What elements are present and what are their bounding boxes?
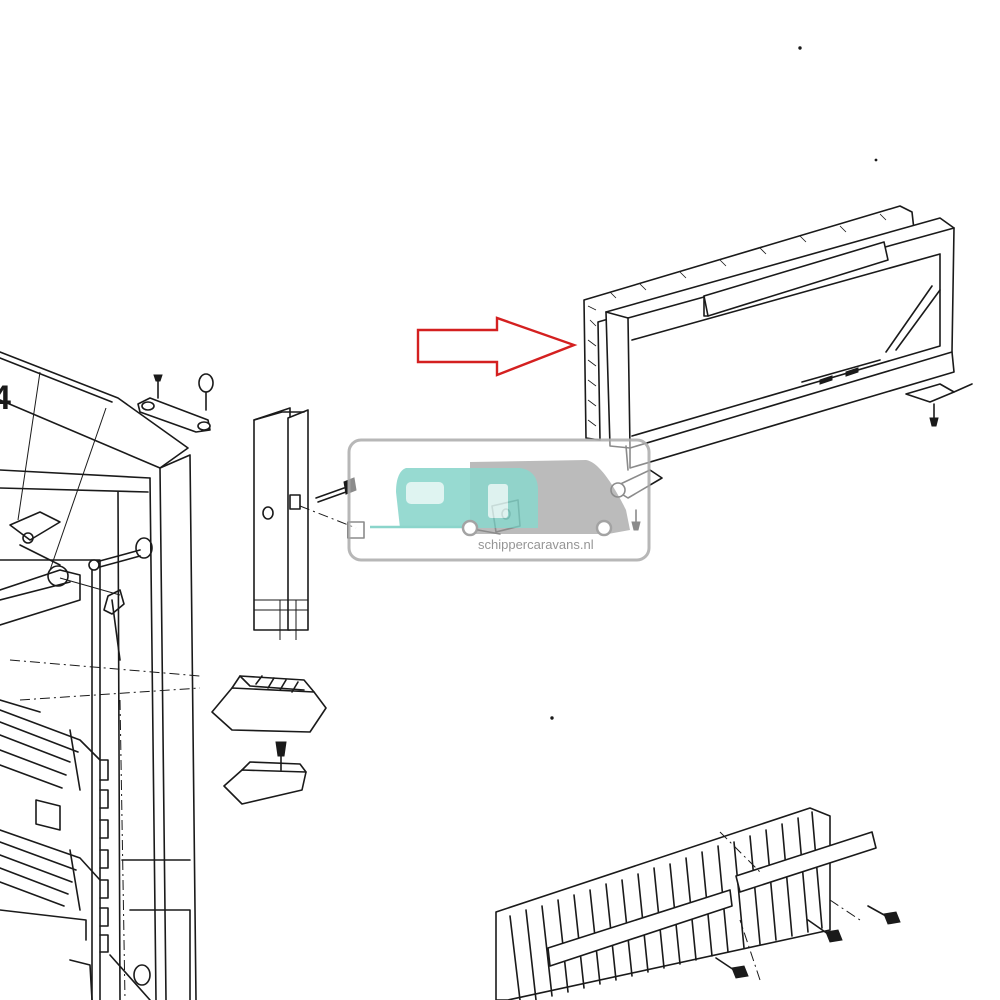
door-latch (211, 675, 327, 733)
latch-pin (275, 741, 287, 771)
condenser-screws (715, 905, 901, 979)
lower-right-hinge (905, 383, 973, 427)
upper-hinge (137, 373, 214, 433)
cabinet-screw (88, 549, 141, 661)
fridge-cabinet (0, 351, 201, 1000)
door-seal-strip (253, 407, 309, 640)
shelf-supports (99, 759, 109, 953)
wire-shelf-upper (0, 699, 101, 791)
condenser-fins (495, 807, 877, 1000)
freezer-door (583, 205, 955, 469)
latch-cover (223, 761, 307, 805)
watermark-text: schippercaravans.nl (478, 537, 594, 552)
watermark: schippercaravans.nl (347, 438, 651, 562)
part-number-label: 4 (0, 379, 11, 417)
highlight-arrow (416, 316, 578, 377)
wire-shelf-lower (0, 829, 101, 911)
